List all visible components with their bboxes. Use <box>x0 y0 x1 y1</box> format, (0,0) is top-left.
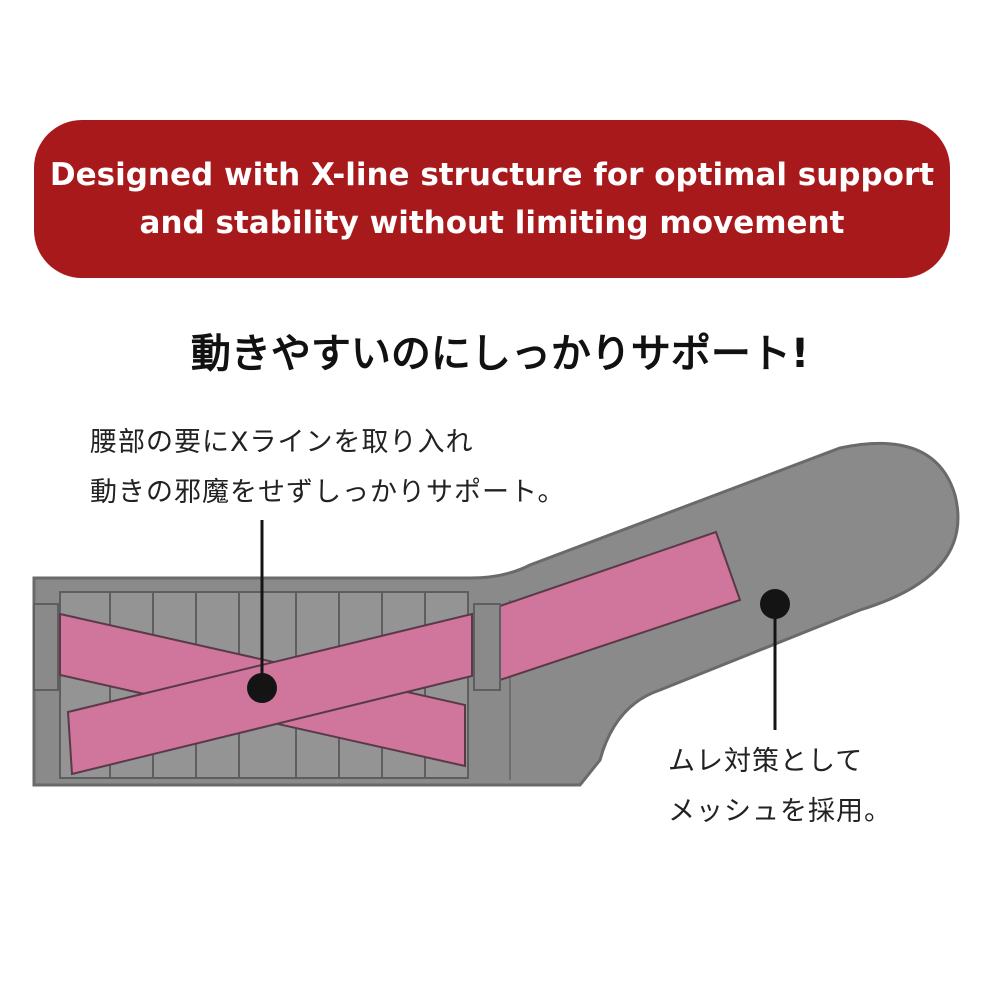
mesh-callout-line-2: メッシュを採用。 <box>668 796 892 827</box>
belt-connector <box>473 603 501 691</box>
banner-line-1: Designed with X-line structure for optim… <box>49 157 935 193</box>
belt-left-tab <box>33 603 59 691</box>
xline-marker <box>247 673 277 703</box>
xline-callout-line-2: 動きの邪魔をせずしっかりサポート。 <box>90 477 566 508</box>
mesh-marker <box>760 589 790 619</box>
japanese-headline: 動きやすいのにしっかりサポート! <box>190 331 810 377</box>
mesh-callout: ムレ対策として メッシュを採用。 <box>668 737 892 837</box>
headline-banner: Designed with X-line structure for optim… <box>34 120 950 278</box>
xline-callout: 腰部の要にXラインを取り入れ 動きの邪魔をせずしっかりサポート。 <box>90 418 565 518</box>
banner-line-2: and stability without limiting movement <box>139 205 845 241</box>
xline-callout-line-1: 腰部の要にXラインを取り入れ <box>90 427 474 458</box>
mesh-callout-line-1: ムレ対策として <box>668 746 864 777</box>
